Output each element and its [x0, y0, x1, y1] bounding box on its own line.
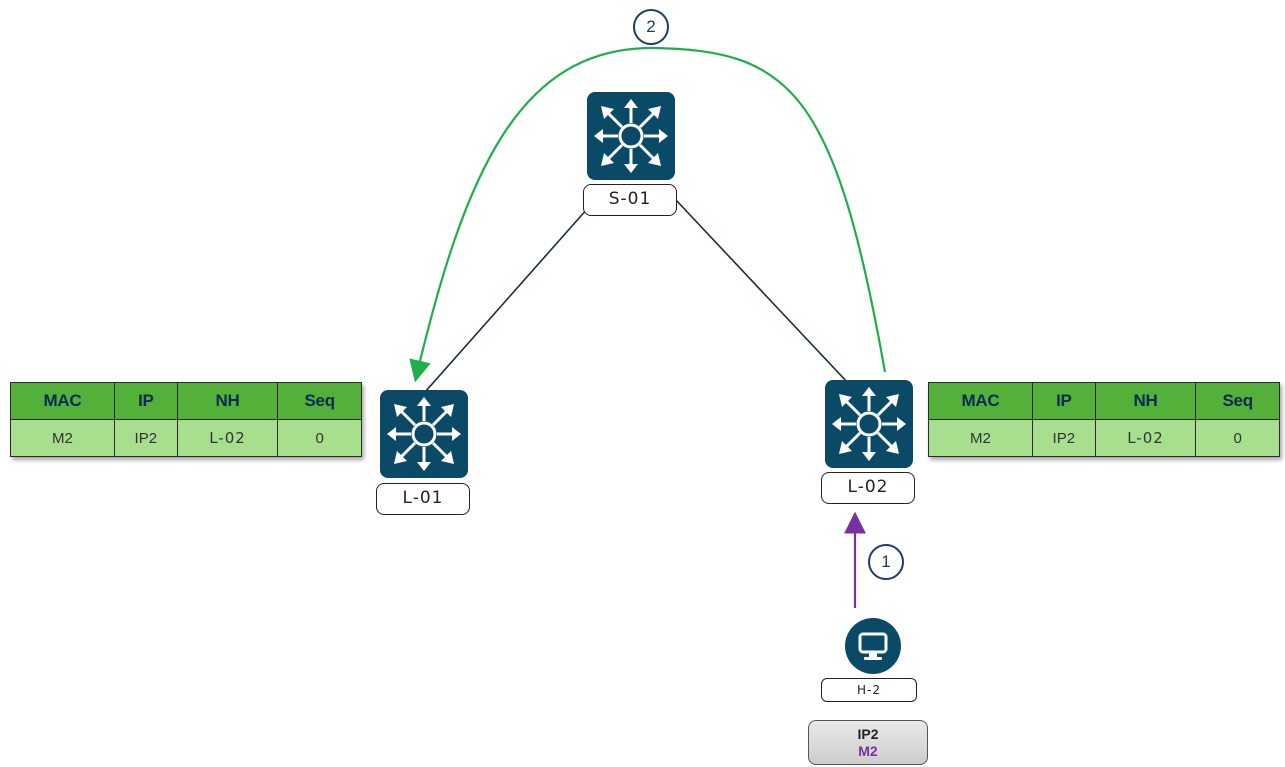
column-header-mac: MAC: [10, 382, 115, 420]
column-header-ip: IP: [1031, 382, 1096, 420]
switch-arrows-icon: [387, 397, 461, 471]
leaf2-evpn-table: MAC IP NH Seq M2 IP2 L-02 0: [928, 382, 1280, 457]
leaf1-label: L-01: [376, 483, 470, 515]
switch-arrows-icon: [594, 99, 668, 173]
leaf1-evpn-table: MAC IP NH Seq M2 IP2 L-02 0: [10, 382, 362, 457]
column-header-nh: NH: [1094, 382, 1197, 420]
leaf-switch-l01[interactable]: [380, 390, 468, 478]
monitor-icon: [858, 632, 888, 660]
cell-nh: L-02: [176, 419, 279, 457]
switch-arrows-icon: [832, 387, 906, 461]
leaf-switch-l02[interactable]: [825, 380, 913, 468]
column-header-ip: IP: [113, 382, 178, 420]
column-header-seq: Seq: [277, 382, 362, 420]
host-mac: M2: [858, 743, 878, 759]
spine-label: S-01: [583, 184, 677, 216]
host-h2[interactable]: [845, 618, 901, 674]
cell-seq: 0: [1195, 419, 1280, 457]
cell-ip: IP2: [113, 419, 178, 457]
host-ip: IP2: [857, 726, 879, 742]
column-header-seq: Seq: [1195, 382, 1280, 420]
bgp-update-arrow: [409, 46, 887, 383]
table-row: M2 IP2 L-02 0: [928, 419, 1280, 457]
cell-ip: IP2: [1031, 419, 1096, 457]
cell-mac: M2: [928, 419, 1033, 457]
table-row: M2 IP2 L-02 0: [10, 419, 362, 457]
link-s01-l02: [675, 199, 849, 384]
column-header-nh: NH: [176, 382, 279, 420]
host-address-box: IP2 M2: [808, 720, 928, 765]
cell-mac: M2: [10, 419, 115, 457]
spine-switch-s01[interactable]: [587, 92, 675, 180]
leaf2-label: L-02: [821, 472, 915, 504]
cell-seq: 0: [277, 419, 362, 457]
step-2-marker: 2: [633, 9, 669, 45]
column-header-mac: MAC: [928, 382, 1033, 420]
link-s01-l01: [424, 207, 589, 393]
cell-nh: L-02: [1094, 419, 1197, 457]
step-1-marker: 1: [868, 544, 904, 580]
host-label: H-2: [821, 678, 917, 702]
